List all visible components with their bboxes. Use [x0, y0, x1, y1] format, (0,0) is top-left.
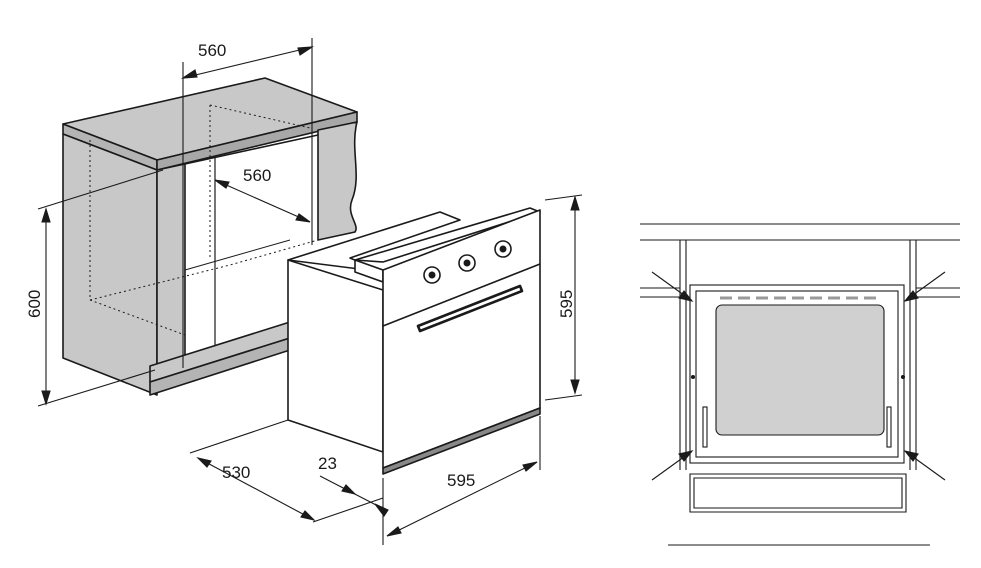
mounting-screw-arrow-icon: [651, 450, 694, 481]
dim-label-oven-height: 595: [557, 290, 576, 318]
drawer-front: [689, 473, 907, 513]
front-view-installation: [640, 223, 960, 546]
control-knobs: [423, 240, 512, 284]
cabinet-hidden-lines: [89, 104, 319, 336]
cabinet-inner-shelf: [184, 239, 291, 271]
mounting-screw-arrow-icon: [651, 271, 694, 302]
hinge-left: [702, 406, 708, 448]
cabinet-left-panel: [62, 133, 158, 396]
door-handle: [416, 284, 524, 333]
oven-housing-side: [287, 259, 384, 453]
mounting-screw-arrow-icon: [903, 271, 946, 302]
cabinet-opening-edge: [184, 134, 319, 165]
mounting-screw-arrows: [651, 271, 946, 481]
oven-window: [715, 304, 885, 436]
dim-label-cabinet-width: 560: [198, 41, 226, 60]
dimension-lines: [37, 38, 583, 545]
mounting-screw-arrow-icon: [903, 450, 946, 481]
dim-label-oven-width: 595: [447, 471, 475, 490]
dim-label-cabinet-height: 600: [25, 290, 44, 318]
cabinet-front-post: [156, 163, 186, 367]
oven-isometric: [287, 207, 541, 475]
dim-label-panel-thickness: 23: [318, 454, 337, 473]
dim-label-cabinet-depth: 560: [243, 166, 271, 185]
control-panel-edge: [354, 259, 384, 283]
cabinet-right-panel: [317, 121, 358, 241]
dim-label-oven-depth: 530: [222, 463, 250, 482]
hinge-right: [886, 406, 892, 448]
door-split-line: [382, 263, 541, 327]
cabinet-isometric: [62, 77, 358, 396]
door-bottom-trim: [382, 407, 541, 475]
